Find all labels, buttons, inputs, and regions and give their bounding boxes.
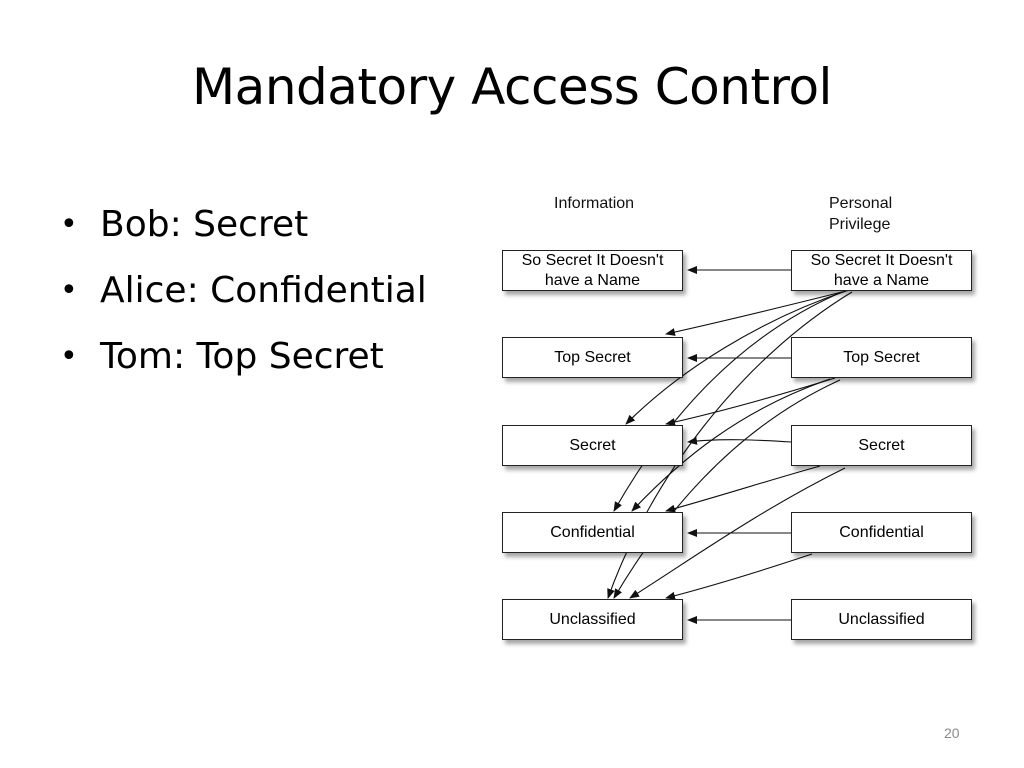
information-level-box: Top Secret — [502, 337, 683, 378]
privilege-level-box: Unclassified — [791, 599, 972, 640]
bullet-item-bob: • Bob: Secret — [60, 192, 427, 258]
information-level-box: So Secret It Doesn't have a Name — [502, 250, 683, 291]
bullet-text: Tom: Top Secret — [100, 336, 384, 377]
arrow-down — [665, 377, 836, 426]
information-column-header: Information — [554, 195, 635, 212]
privilege-level-box: So Secret It Doesn't have a Name — [791, 250, 972, 291]
information-level-box: Unclassified — [502, 599, 683, 640]
information-level-box: Secret — [502, 425, 683, 466]
bullet-list: • Bob: Secret • Alice: Confidential • To… — [60, 192, 427, 390]
bullet-dot-icon: • — [60, 339, 78, 374]
information-level-box: Confidential — [502, 512, 683, 553]
arrow-down — [613, 291, 843, 512]
arrow-down — [665, 289, 851, 336]
bullet-text: Alice: Confidential — [100, 270, 427, 311]
privilege-header-line: Personal — [829, 195, 893, 212]
bullet-text: Bob: Secret — [100, 204, 309, 245]
privilege-level-box: Confidential — [791, 512, 972, 553]
bullet-item-tom: • Tom: Top Secret — [60, 324, 427, 390]
privilege-level-box: Secret — [791, 425, 972, 466]
page-number: 20 — [944, 725, 960, 741]
arrow-down — [665, 465, 821, 513]
bullet-dot-icon: • — [60, 273, 78, 308]
privilege-level-box: Top Secret — [791, 337, 972, 378]
arrow-horizontal — [687, 436, 792, 445]
bullet-dot-icon: • — [60, 207, 78, 242]
privilege-header-line: Privilege — [829, 216, 891, 233]
arrow-down — [613, 379, 841, 599]
privilege-column-header: Personal Privilege — [829, 193, 892, 235]
arrow-down — [665, 553, 813, 600]
bullet-item-alice: • Alice: Confidential — [60, 258, 427, 324]
slide-title: Mandatory Access Control — [192, 58, 832, 116]
